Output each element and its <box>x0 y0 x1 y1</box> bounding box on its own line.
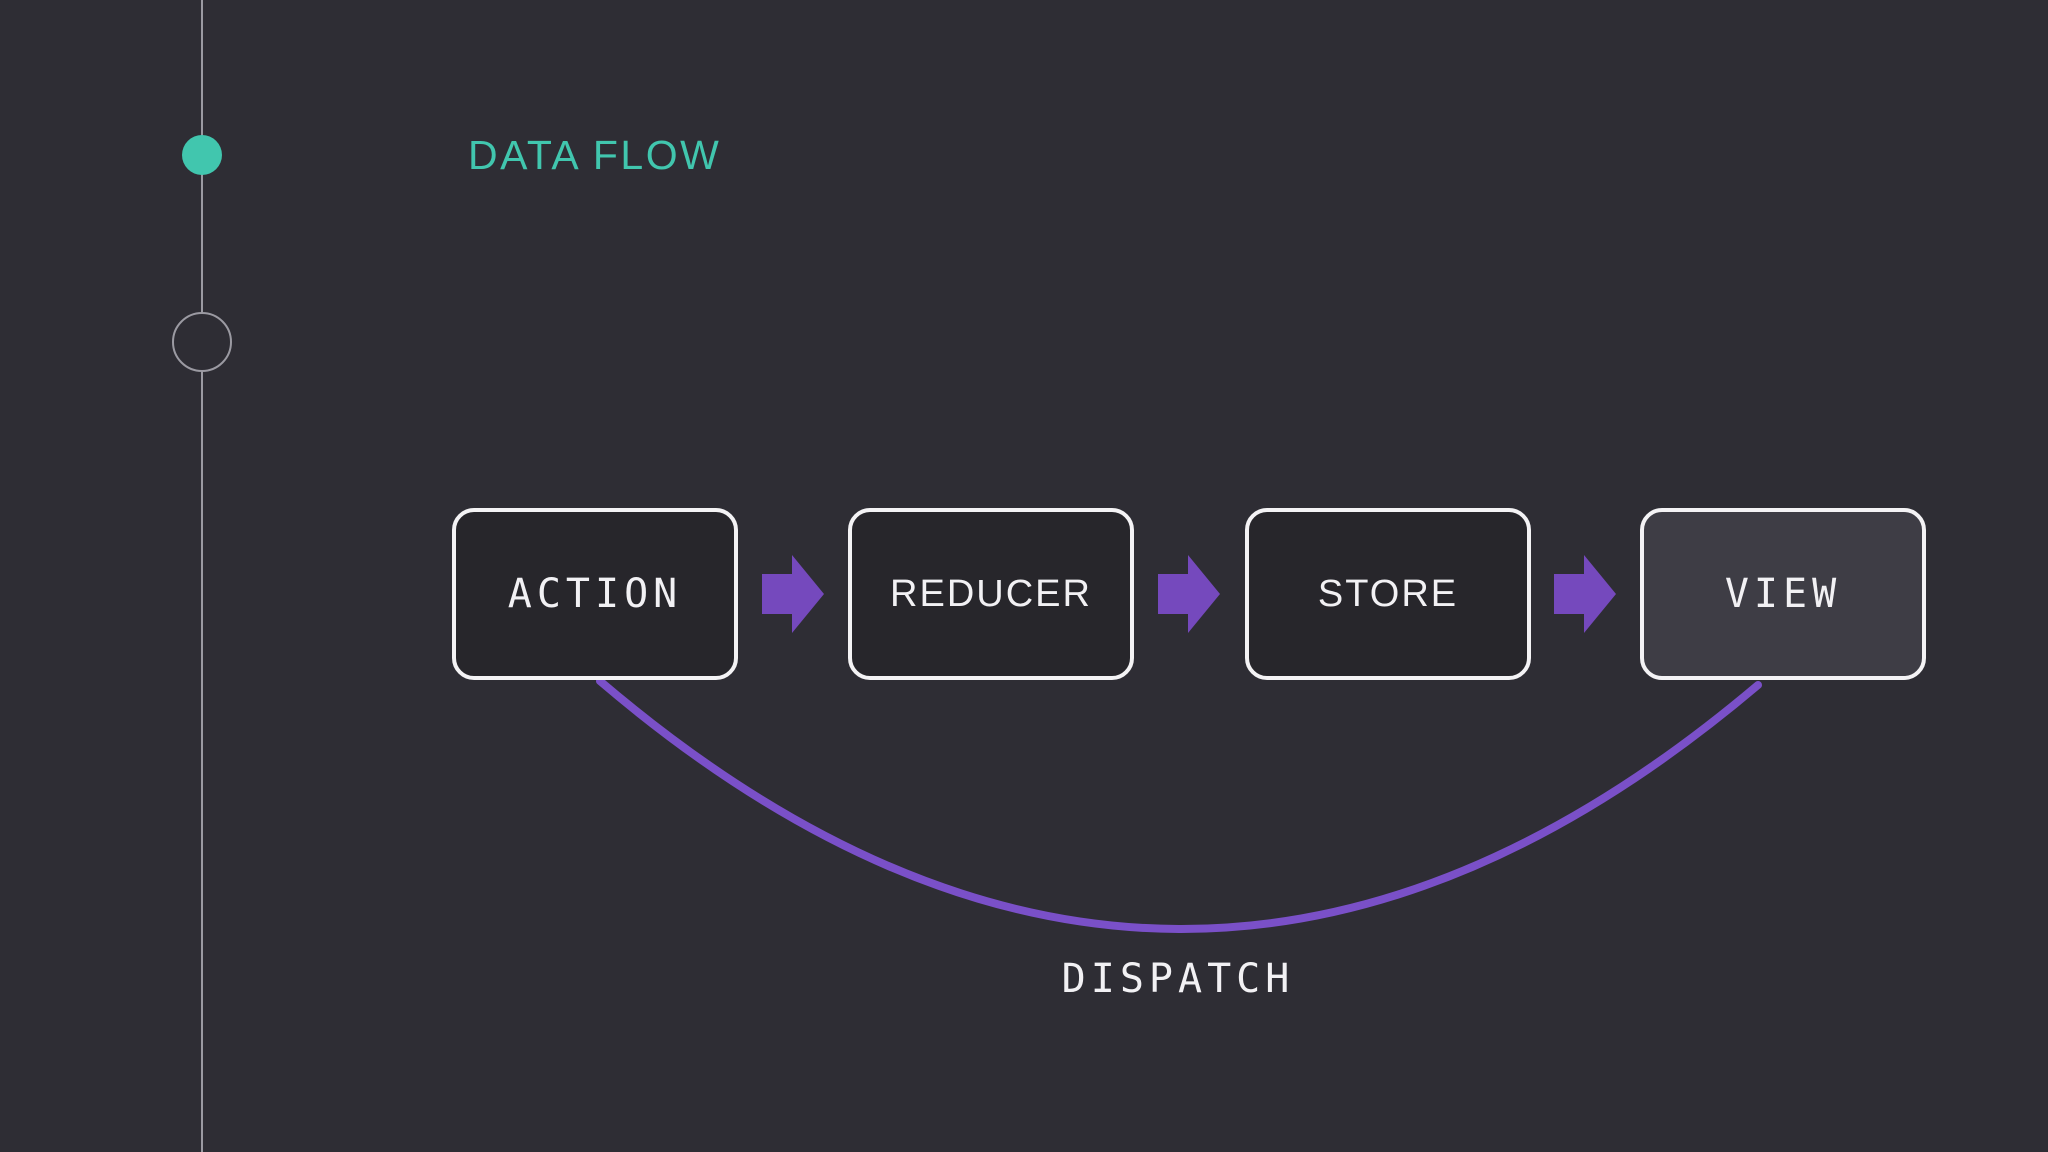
node-store-label: STORE <box>1317 572 1459 615</box>
arrow-right-icon <box>1554 555 1616 633</box>
dispatch-label: DISPATCH <box>1061 956 1295 1002</box>
node-view: VIEW <box>1640 508 1926 680</box>
timeline-line <box>201 0 203 1152</box>
arrow-right-icon <box>762 555 824 633</box>
node-reducer-label: REDUCER <box>890 572 1092 615</box>
timeline-current-dot-icon <box>182 135 222 175</box>
node-view-label: VIEW <box>1724 571 1842 617</box>
timeline-upcoming-circle-icon <box>172 312 232 372</box>
node-action: ACTION <box>452 508 738 680</box>
node-store: STORE <box>1245 508 1531 680</box>
node-action-label: ACTION <box>507 571 683 617</box>
node-reducer: REDUCER <box>848 508 1134 680</box>
arrow-right-icon <box>1158 555 1220 633</box>
slide-title: DATA FLOW <box>468 132 722 178</box>
